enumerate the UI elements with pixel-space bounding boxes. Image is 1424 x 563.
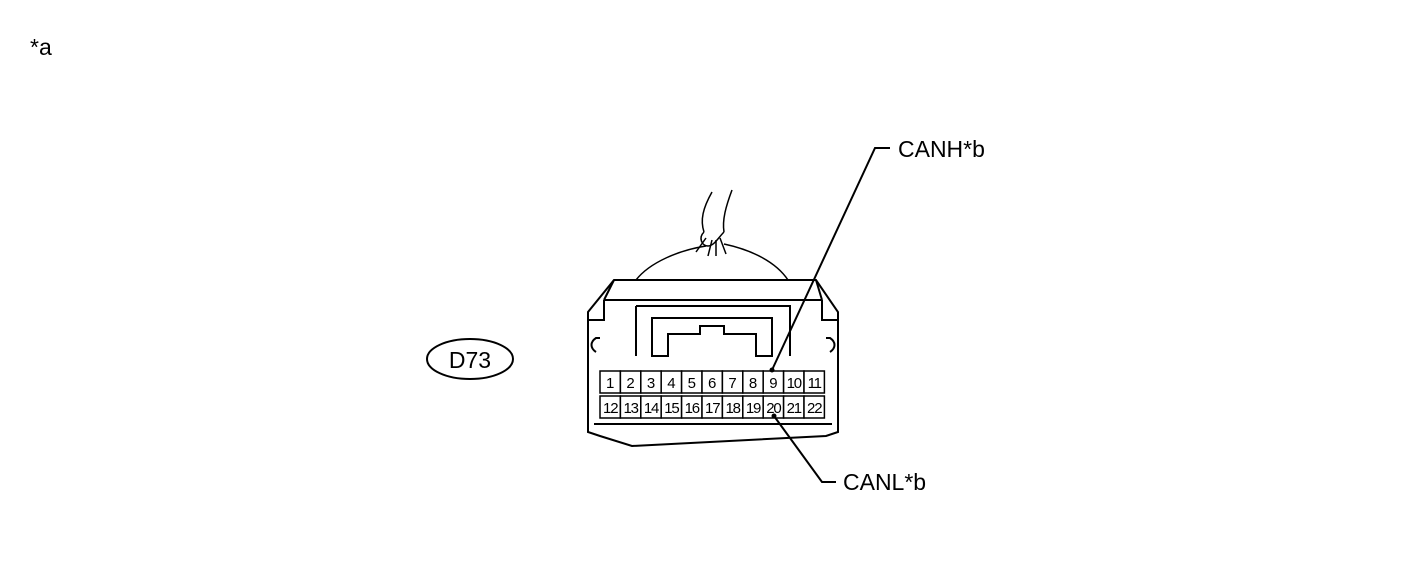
pin-number: 14 — [644, 400, 659, 417]
pin-number: 7 — [728, 375, 736, 392]
canh-label: CANH*b — [898, 136, 985, 162]
figure-corner-label: *a — [30, 34, 52, 60]
canl-label: CANL*b — [843, 469, 926, 495]
canh-pin-dot — [769, 367, 775, 373]
pin-cell — [803, 395, 826, 419]
pin-number: 2 — [626, 375, 634, 392]
pin-number: 10 — [787, 375, 802, 392]
wire-harness — [635, 189, 789, 281]
pin-number: 17 — [705, 400, 720, 417]
connector-housing — [587, 279, 839, 448]
canl-pin-dot — [771, 413, 777, 419]
pin-number: 4 — [667, 375, 675, 392]
pin-number: 13 — [623, 400, 638, 417]
canh-leader-line — [771, 147, 890, 371]
pin-number: 3 — [647, 375, 655, 392]
pin-number: 21 — [787, 400, 802, 417]
pin-cell — [803, 370, 826, 394]
pin-number: 1 — [606, 375, 614, 392]
pin-number: 19 — [746, 400, 761, 417]
connector-id-tag: D73 — [426, 338, 514, 380]
canh-callout: CANH*b — [769, 136, 985, 373]
pin-number: 16 — [685, 400, 700, 417]
pin-number: 22 — [807, 400, 822, 417]
pin-number: 15 — [664, 400, 679, 417]
pin-number: 9 — [769, 375, 777, 392]
pin-number: 8 — [749, 375, 757, 392]
pin-number: 18 — [725, 400, 740, 417]
pin-number: 11 — [808, 375, 822, 392]
canl-callout: CANL*b — [771, 413, 926, 495]
connector-id-oval — [426, 338, 514, 380]
connector-id: D73 — [449, 347, 491, 373]
pin-number: 6 — [708, 375, 716, 392]
pin-number: 20 — [766, 400, 781, 417]
pin-number: 5 — [688, 375, 696, 392]
pin-number: 12 — [603, 400, 618, 417]
canl-leader-line — [773, 415, 836, 483]
